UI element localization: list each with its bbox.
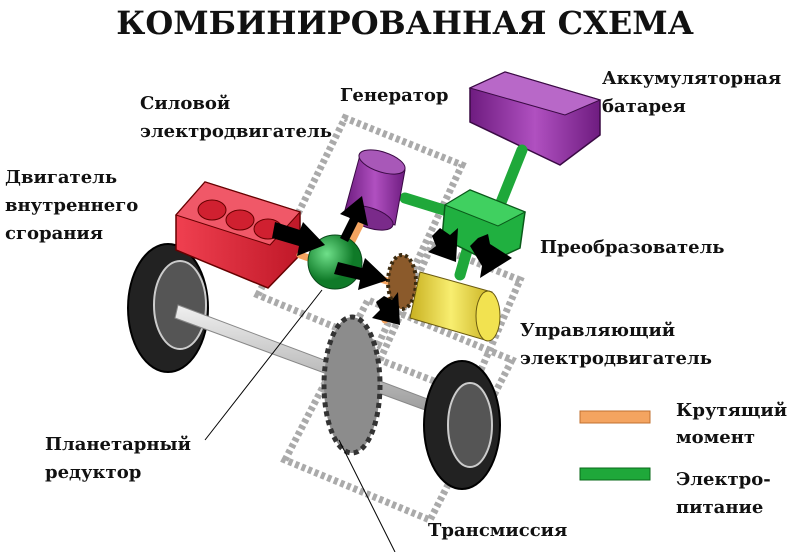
arrow-icon <box>272 222 325 256</box>
internal-combustion-engine <box>175 181 301 289</box>
arrow-icon <box>334 258 388 290</box>
planetary-leader-line <box>204 289 323 441</box>
transmission-leader-line <box>338 439 396 552</box>
arrow-icon <box>340 196 368 242</box>
generator-label: Генератор <box>340 85 449 106</box>
arrow-icon <box>372 292 400 325</box>
power-unit-outline <box>253 113 467 350</box>
battery <box>468 71 602 166</box>
right-wheel <box>423 360 501 490</box>
transmission-gear <box>321 314 383 456</box>
legend-swatch-power <box>579 467 651 481</box>
flow-arrows <box>272 196 512 325</box>
left-wheel <box>127 243 209 373</box>
arrow-icon <box>470 234 512 278</box>
transmission-label: Трансмиссия <box>428 520 567 541</box>
drive-gear <box>386 253 418 311</box>
arrow-icon <box>428 228 458 262</box>
legend-label-power: Электро-питание <box>676 469 771 518</box>
diagram-title: КОМБИНИРОВАННАЯ СХЕМА <box>116 4 694 42</box>
legend-swatch-torque <box>579 410 651 424</box>
converter-label: Преобразователь <box>540 237 724 258</box>
control-motor <box>409 271 501 342</box>
